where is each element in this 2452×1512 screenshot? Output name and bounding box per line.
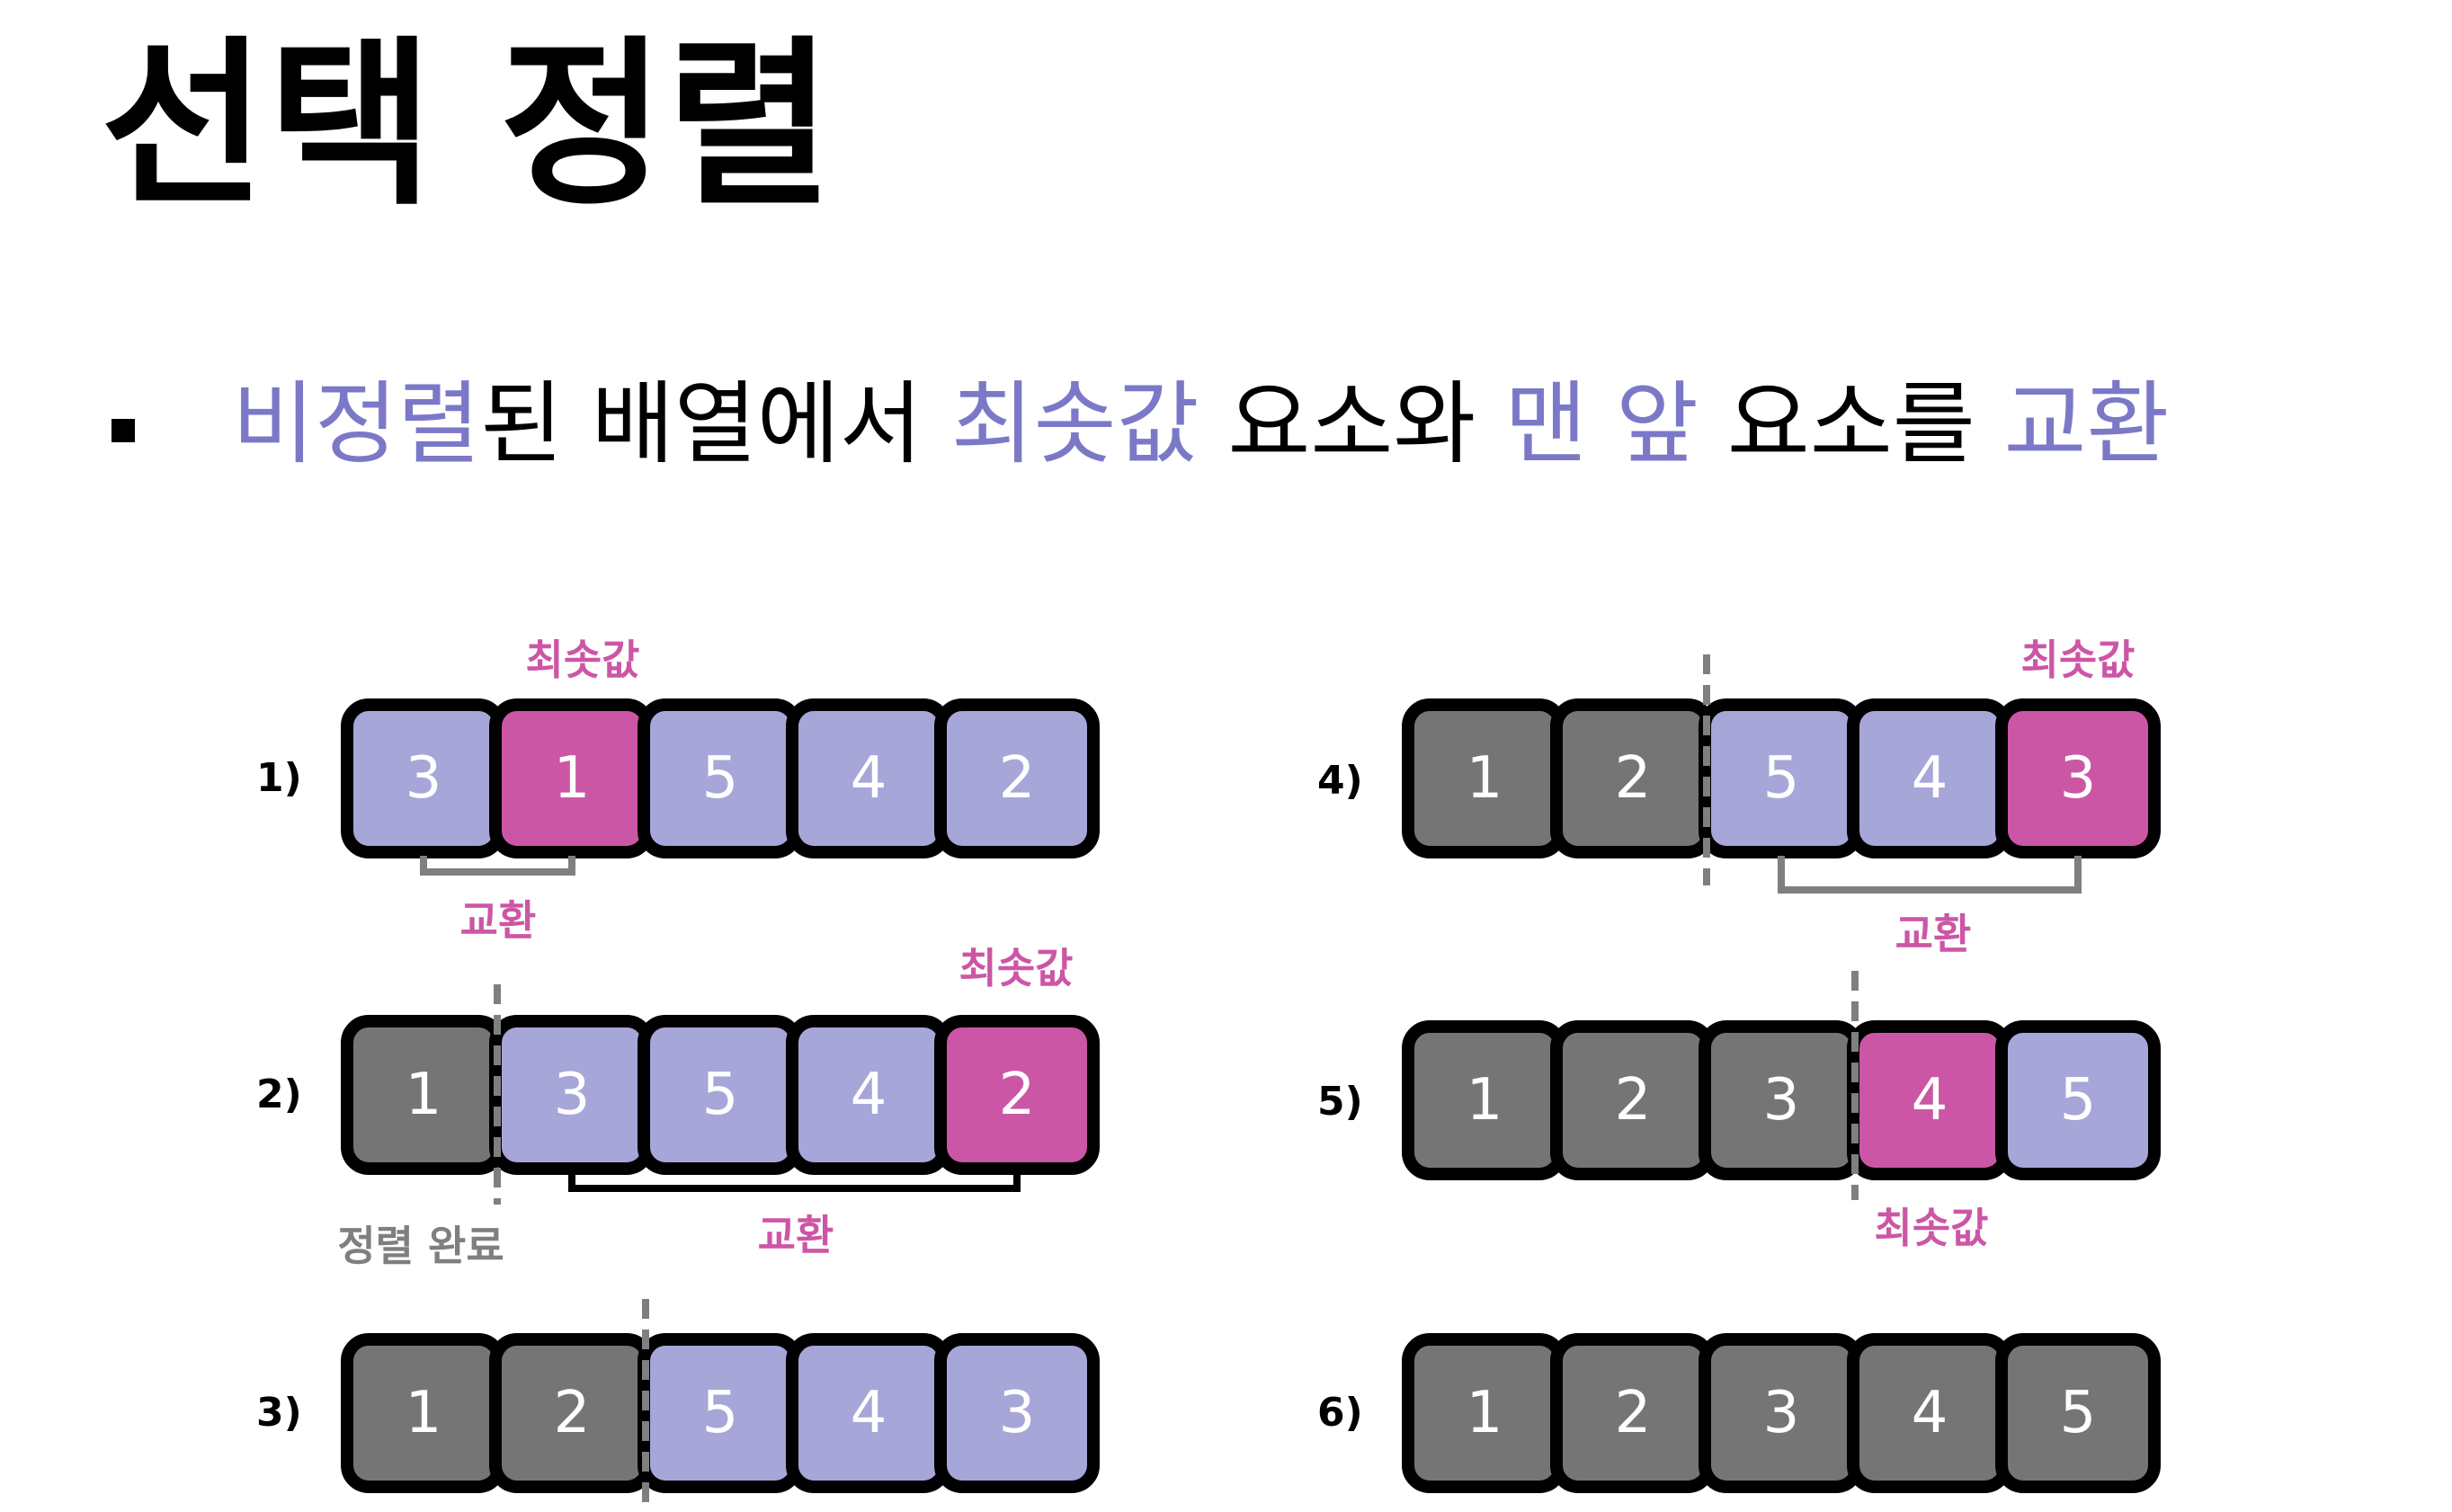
cell-value: 1 [554, 745, 591, 812]
cell-value: 5 [2060, 1067, 2097, 1134]
step-label: 1) [256, 755, 302, 801]
cell-value: 2 [1615, 1067, 1652, 1134]
minimum-label: 최솟값 [959, 944, 1074, 992]
array-cell [934, 1015, 1100, 1175]
cell-value: 2 [1615, 1380, 1652, 1446]
minimum-label: 최솟값 [526, 636, 640, 684]
step-label: 3) [256, 1390, 302, 1436]
array-cell [1995, 1333, 2161, 1493]
step-5: 5) 1 2 3 4 5 최솟값 [1317, 971, 2161, 1252]
cell-value: 4 [851, 1062, 887, 1128]
subtitle: 비정렬된 배열에서 최솟값 요소와 맨 앞 요소를 교환 [232, 370, 2170, 478]
cell-value: 3 [554, 1062, 591, 1128]
cell-value: 2 [999, 745, 1036, 812]
cell-value: 4 [851, 1380, 887, 1446]
minimum-label: 최솟값 [1875, 1204, 1989, 1252]
cell-value: 5 [702, 1062, 739, 1128]
cell-value: 4 [1912, 745, 1948, 812]
subtitle-part: 최솟값 [950, 371, 1199, 476]
cell-value: 5 [702, 745, 739, 812]
swap-bracket [1778, 856, 2082, 894]
cell-value: 5 [2060, 1380, 2097, 1446]
sorted-done-label: 정렬 완료 [337, 1222, 504, 1270]
array-row: 3 1 5 4 2 [341, 698, 1100, 858]
cell-value: 3 [1763, 1067, 1800, 1134]
cell-value: 1 [406, 1380, 442, 1446]
swap-bracket [568, 1172, 1021, 1192]
step-1: 1) 3 1 5 4 2 최솟값 교환 [256, 636, 1100, 945]
array-row: 1 2 3 4 5 [1402, 1020, 2161, 1180]
cell-value: 4 [1912, 1380, 1948, 1446]
swap-label: 교환 [758, 1211, 834, 1259]
cell-value: 5 [702, 1380, 739, 1446]
cell-value: 3 [406, 745, 442, 812]
swap-label: 교환 [460, 896, 537, 945]
array-row: 1 3 5 4 2 [341, 1015, 1100, 1175]
array-cell [1995, 698, 2161, 858]
minimum-label: 최솟값 [2021, 636, 2135, 684]
array-row: 1 2 3 4 5 [1402, 1333, 2161, 1493]
step-label: 2) [256, 1072, 302, 1117]
swap-label: 교환 [1895, 910, 1972, 958]
array-cell [1995, 1020, 2161, 1180]
step-label: 6) [1317, 1390, 1363, 1436]
subtitle-part: 교환 [2003, 371, 2170, 476]
array-row: 1 2 5 4 3 [341, 1333, 1100, 1493]
cell-value: 5 [1763, 745, 1800, 812]
subtitle-part: 요소를 [1698, 371, 2004, 476]
cell-value: 3 [2060, 745, 2097, 812]
subtitle-part: 맨 앞 [1504, 371, 1699, 476]
step-4: 4) 1 2 5 4 3 최솟값 교환 [1317, 636, 2161, 958]
step-2: 2) 1 3 5 4 2 최솟값 교환 정렬 완료 [256, 944, 1100, 1270]
subtitle-part: 비정렬 [232, 371, 480, 476]
cell-value: 2 [999, 1062, 1036, 1128]
swap-bracket [420, 856, 575, 876]
step-3: 3) 1 2 5 4 3 [256, 1299, 1100, 1512]
subtitle-part: 요소와 [1199, 371, 1505, 476]
page-title: 선택 정렬 [101, 21, 834, 230]
cell-value: 2 [1615, 745, 1652, 812]
cell-value: 1 [1467, 1067, 1503, 1134]
cell-value: 3 [1763, 1380, 1800, 1446]
cell-value: 4 [1912, 1067, 1948, 1134]
array-row: 1 2 5 4 3 [1402, 698, 2161, 858]
subtitle-part: 된 배열에서 [480, 371, 951, 476]
cell-value: 1 [1467, 745, 1503, 812]
array-cell [934, 1333, 1100, 1493]
cell-value: 3 [999, 1380, 1036, 1446]
step-6: 6) 1 2 3 4 5 [1317, 1333, 2161, 1493]
cell-value: 4 [851, 745, 887, 812]
cell-value: 1 [406, 1062, 442, 1128]
cell-value: 1 [1467, 1380, 1503, 1446]
step-label: 4) [1317, 758, 1363, 804]
cell-value: 2 [554, 1380, 591, 1446]
array-cell [934, 698, 1100, 858]
step-label: 5) [1317, 1079, 1363, 1125]
bullet-icon [111, 419, 135, 442]
